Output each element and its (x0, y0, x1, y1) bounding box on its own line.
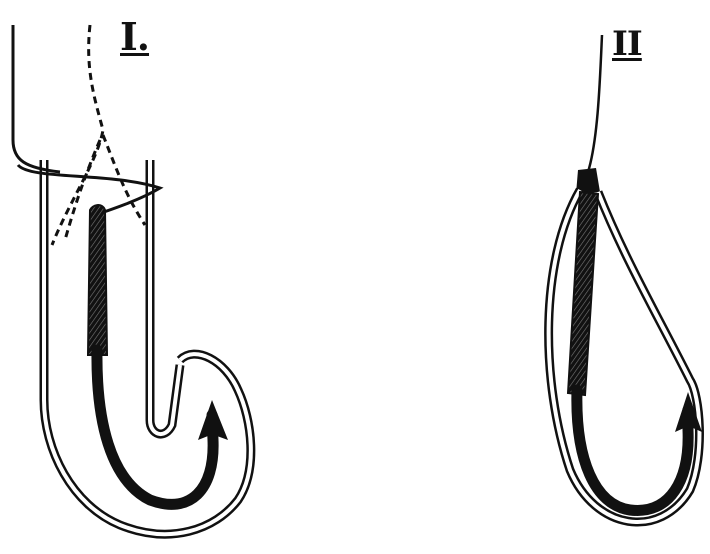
fig2-hook-bend (577, 390, 688, 510)
figure-1-hook (13, 25, 251, 534)
fig1-wrap-line (18, 165, 160, 215)
fig1-hook-shank (88, 205, 107, 355)
figure-2-label: II (612, 24, 642, 64)
fig1-hook-barb (198, 400, 228, 460)
figure-1-label: I. (120, 14, 149, 59)
fig1-line (13, 25, 60, 172)
fig2-hook-shank (568, 192, 598, 395)
fig2-line (588, 35, 602, 172)
figure-2-hook (549, 35, 702, 522)
